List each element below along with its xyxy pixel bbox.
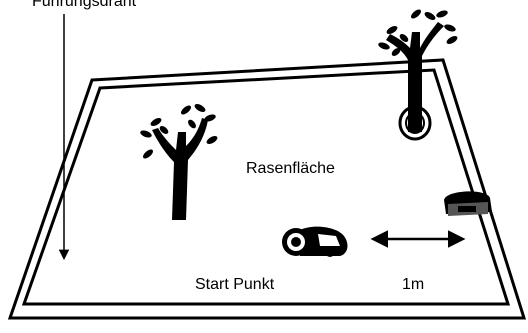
lawn-boundary	[7, 58, 527, 320]
distance-label: 1m	[402, 276, 425, 293]
charging-station-icon	[444, 191, 492, 216]
guide-wire-label: Führungsdraht	[32, 0, 137, 10]
guide-wire-loop	[21, 68, 511, 306]
robot-mower-icon	[282, 226, 348, 257]
tree-icon	[378, 9, 458, 132]
lawn-area-label: Rasenfläche	[246, 160, 335, 177]
start-point-label: Start Punkt	[195, 276, 275, 293]
tree-icon	[140, 104, 218, 220]
